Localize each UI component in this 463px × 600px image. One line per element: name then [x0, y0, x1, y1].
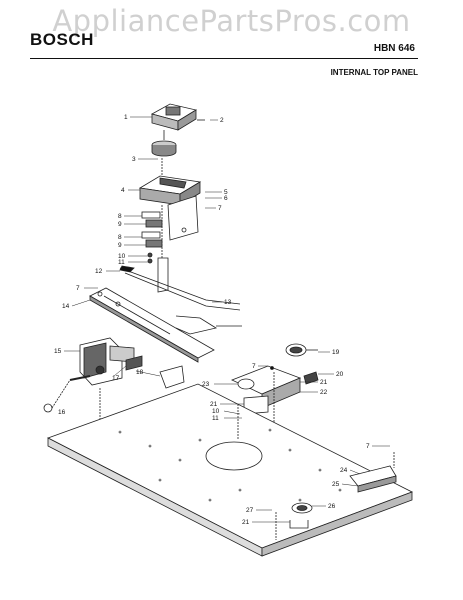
callout-label: 19 [332, 349, 340, 356]
callout-label: 9 [118, 242, 122, 249]
callout-label: 9 [118, 221, 122, 228]
bracket-part [138, 175, 202, 241]
callout-label: 5 [224, 189, 228, 196]
switch-stack [141, 211, 163, 264]
callout-leaders [64, 116, 390, 523]
callout-label: 7 [366, 443, 370, 450]
frame-rail [89, 287, 215, 363]
callout-label: 7 [76, 285, 80, 292]
callout-label: 27 [246, 507, 254, 514]
motor-part [150, 103, 198, 157]
callout-label: 22 [320, 389, 328, 396]
header-rule [30, 58, 418, 59]
callout-label: 18 [136, 369, 144, 376]
plate-bracket [349, 465, 397, 493]
callout-label: 24 [340, 467, 348, 474]
clip-part [159, 365, 185, 389]
callout-label: 20 [336, 371, 344, 378]
callout-label: 1 [124, 114, 128, 121]
callout-label: 8 [118, 234, 122, 241]
callout-label: 23 [202, 381, 210, 388]
callout-label: 21 [210, 401, 218, 408]
callout-label: 7 [252, 363, 256, 370]
callout-label: 14 [62, 303, 70, 310]
callout-label: 11 [118, 259, 125, 266]
callout-label: 10 [212, 408, 220, 415]
model-number: HBN 646 [373, 43, 415, 54]
switch-part [125, 355, 143, 371]
callout-label: 12 [95, 268, 103, 275]
callout-label: 16 [58, 409, 66, 416]
callout-label: 3 [132, 156, 136, 163]
callout-label: 26 [328, 503, 336, 510]
thermostat-part [285, 343, 318, 357]
callout-label: 11 [212, 415, 219, 422]
section-title: INTERNAL TOP PANEL [330, 68, 418, 77]
lower-thermostat [289, 502, 313, 529]
callout-label: 25 [332, 481, 340, 488]
callout-labels: 1 2 3 4 5 6 7 8 9 8 9 10 11 12 13 7 14 1… [54, 114, 370, 526]
callout-label: 21 [320, 379, 328, 386]
top-panel-plate [46, 383, 413, 557]
callout-label: 4 [121, 187, 125, 194]
callout-label: 8 [118, 213, 122, 220]
callout-label: 21 [242, 519, 250, 526]
callout-label: 10 [118, 253, 126, 260]
latch-mechanism [69, 337, 135, 386]
brand-logo: BOSCH [30, 30, 94, 49]
callout-label: 7 [218, 205, 222, 212]
callout-label: 17 [112, 375, 120, 382]
rod-assembly [119, 257, 242, 335]
callout-label: 2 [220, 117, 224, 124]
callout-label: 13 [224, 299, 232, 306]
callout-label: 15 [54, 348, 62, 355]
callout-label: 6 [224, 195, 228, 202]
